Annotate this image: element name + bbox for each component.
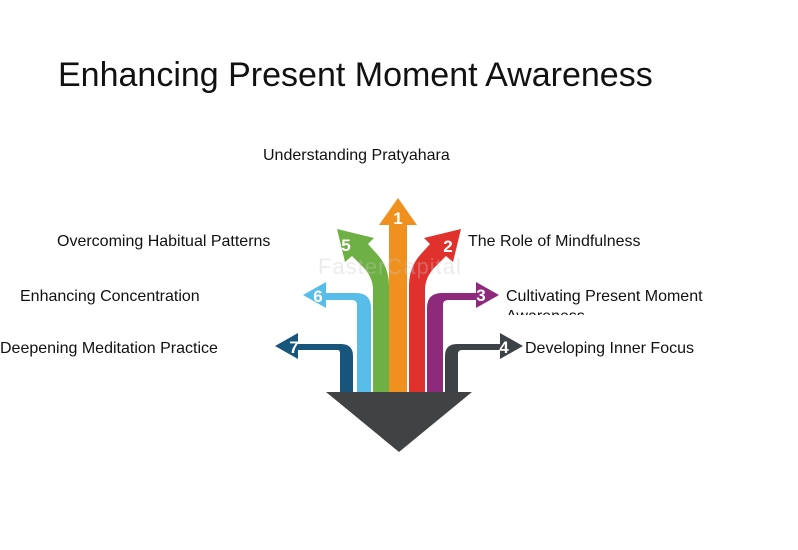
base-down-arrow [326,392,472,452]
arrow-number-2: 2 [443,237,452,256]
label-3: Cultivating Present Moment Awareness [506,288,703,315]
arrow-number-7: 7 [289,338,298,357]
label-4: Developing Inner Focus [525,340,694,357]
arrow-number-3: 3 [476,286,485,305]
page-title: Enhancing Present Moment Awareness [58,56,653,94]
arrow-7 [275,333,353,392]
arrow-number-4: 4 [499,338,509,357]
arrow-3 [427,282,499,392]
arrow-number-5: 5 [341,236,350,255]
label-7: Deepening Meditation Practice [0,340,218,357]
label-5: Overcoming Habitual Patterns [57,233,271,250]
arrow-1 [379,198,417,392]
arrow-5 [337,229,389,392]
label-6: Enhancing Concentration [20,288,200,305]
arrow-2 [409,229,461,392]
watermark: FasterCapital [318,254,462,279]
arrow-number-6: 6 [313,287,322,306]
arrow-number-1: 1 [393,209,402,228]
arrow-6 [303,282,371,392]
label-2: The Role of Mindfulness [468,233,641,250]
arrow-4 [445,333,523,392]
label-1: Understanding Pratyahara [263,147,450,164]
